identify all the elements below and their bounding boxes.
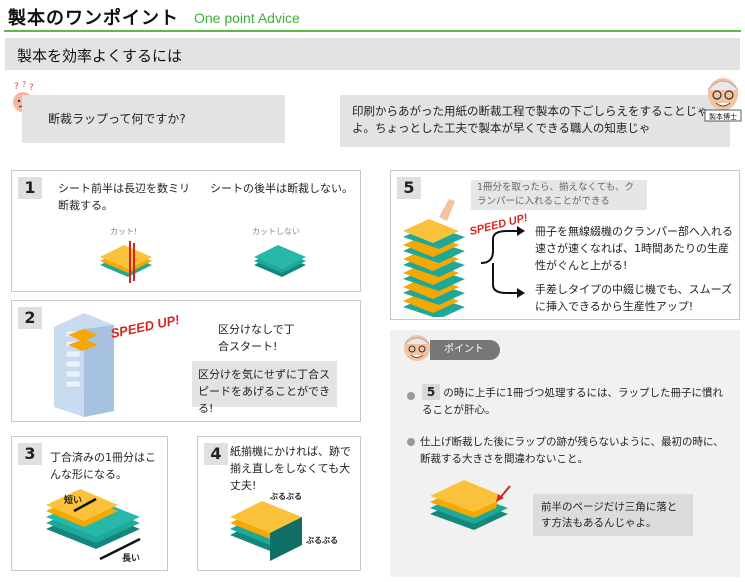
page-header: 製本のワンポイント One point Advice (4, 2, 741, 32)
step-2-text-2-box: 区分けを気にせずに丁合スピードをあげることができる! (192, 361, 337, 415)
step-number: 2 (18, 307, 42, 329)
professor-small-icon (404, 335, 430, 361)
section-title-bar: 製本を効率よくするには (5, 38, 740, 70)
vibration-label-2: ぶるぶる (306, 536, 338, 545)
point-bullet-2-text: 仕上げ断裁した後にラップの跡が残らないように、最初の時に、断裁する大きさを間違わ… (420, 436, 724, 465)
professor-badge: 製本博士 (709, 112, 737, 121)
question-box: 断裁ラップって何ですか? (22, 95, 285, 143)
step-2-text-2: 区分けを気にせずに丁合スピードをあげることができる! (198, 368, 330, 415)
svg-text:?: ? (22, 80, 26, 89)
stacked-books-illustration (403, 199, 465, 317)
step-3-panel: 3 丁合済みの1冊分はこんな形になる。 短い 長い (11, 436, 168, 571)
advice-box: 前半のページだけ三角に落とす方法もあるんじゃよ。 (533, 494, 693, 536)
step-4-text: 紙揃機にかければ、跡で揃え直しをしなくても大丈夫! (230, 445, 351, 492)
bullet-2 (407, 438, 415, 446)
page-title: 製本のワンポイント (8, 8, 179, 29)
question-text: 断裁ラップって何ですか? (48, 112, 186, 126)
uncut-stack-illustration (254, 245, 306, 277)
collated-book-illustration (46, 489, 141, 561)
jogger-machine-illustration (230, 501, 302, 561)
step-ref-badge: 5 (422, 384, 440, 400)
step-3-text: 丁合済みの1冊分はこんな形になる。 (50, 451, 156, 481)
step-5-text-2: 手差しタイプの中綴じ機でも、スムーズに挿入できるから生産性アップ! (535, 283, 733, 313)
advice-text: 前半のページだけ三角に落とす方法もあるんじゃよ。 (541, 501, 678, 529)
point-bullet-1: 5 の時に上手に1冊づつ処理するには、ラップした冊子に慣れることが肝心。 (422, 384, 730, 419)
step-1-panel: 1 シート前半は長辺を数ミリ断裁する。 シートの後半は断裁しない。 カット! カ… (11, 170, 361, 292)
point-bullet-1-text: の時に上手に1冊づつ処理するには、ラップした冊子に慣れることが肝心。 (422, 387, 724, 416)
section-title: 製本を効率よくするには (17, 47, 183, 65)
short-label: 短い (64, 496, 83, 506)
triangle-cut-illustration (430, 480, 511, 530)
point-tab: ポイント (430, 340, 500, 360)
step-2-text-1: 区分けなしで丁合スタート! (218, 323, 295, 353)
long-label: 長い (122, 554, 141, 564)
step-1-text-left: シート前半は長辺を数ミリ断裁する。 (58, 182, 190, 212)
step-number: 3 (18, 443, 42, 465)
svg-text:?: ? (14, 82, 19, 92)
cut-label: カット! (110, 227, 138, 236)
bullet-1 (407, 392, 415, 400)
answer-text: 印刷からあがった用紙の断裁工程で製本の下ごしらえをすることじゃよ。ちょっとした工… (352, 104, 709, 135)
vibration-label-1: ぶるぶる (270, 492, 302, 501)
professor-character-icon: 製本博士 (704, 78, 742, 122)
step-1-text-right: シートの後半は断裁しない。 (210, 182, 353, 195)
step-number: 4 (204, 443, 228, 465)
step-5-note: 1冊分を取ったら、揃えなくても、クランパーに入れることができる (471, 180, 647, 210)
step-2-panel: 2 SPEED UP! 区分けなしで丁合スタート! 区分けを気にせずに丁合スピー… (11, 300, 361, 422)
answer-box: 印刷からあがった用紙の断裁工程で製本の下ごしらえをすることじゃよ。ちょっとした工… (340, 95, 730, 147)
step-number: 1 (18, 177, 42, 199)
step-4-panel: 4 紙揃機にかければ、跡で揃え直しをしなくても大丈夫! ぶるぶる ぶるぶる (197, 436, 361, 571)
page-title-en: One point Advice (194, 10, 300, 26)
branch-arrow-icon (480, 226, 525, 298)
step-5-text-1: 冊子を無線綴機のクランパー部へ入れる速さが速くなれば、1時間あたりの生産性がぐん… (535, 225, 733, 272)
step-number: 5 (397, 177, 421, 199)
no-cut-label: カットしない (252, 227, 300, 236)
collating-machine-illustration (54, 313, 114, 417)
cut-stack-illustration (100, 241, 152, 283)
svg-text:?: ? (29, 83, 34, 93)
